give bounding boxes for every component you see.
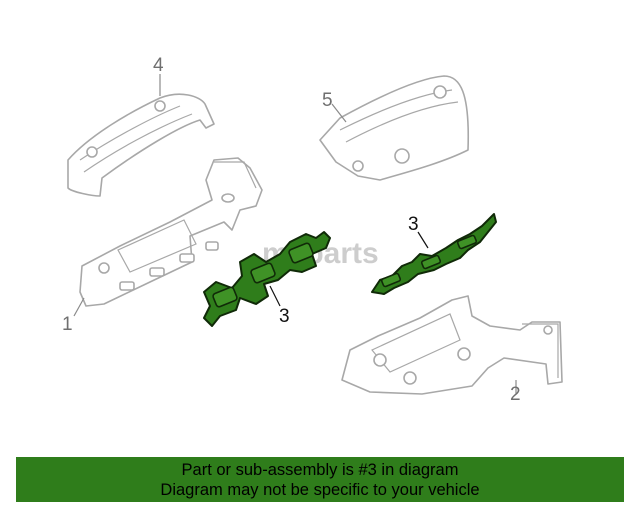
- leader-line-5: [331, 103, 347, 123]
- exhaust-manifold-right-part2[interactable]: [341, 295, 563, 395]
- leader-line-3-right: [417, 231, 429, 249]
- leader-line-3-left: [269, 285, 281, 307]
- exhaust-gasket-left-part3[interactable]: [203, 231, 331, 327]
- exhaust-manifold-left-part1[interactable]: [79, 157, 263, 307]
- callout-4: 4: [153, 55, 164, 76]
- callout-3-right: 3: [408, 214, 419, 235]
- callout-2: 2: [510, 384, 521, 405]
- leader-line-1: [73, 297, 85, 317]
- banner-line-disclaimer: Diagram may not be specific to your vehi…: [160, 481, 480, 499]
- banner-line-part-info: Part or sub-assembly is #3 in diagram: [181, 461, 459, 479]
- heat-shield-right-part5[interactable]: [319, 75, 470, 181]
- exhaust-gasket-right-part3[interactable]: [371, 213, 497, 295]
- heat-shield-left-part4[interactable]: [67, 93, 215, 197]
- callout-5: 5: [322, 90, 333, 111]
- callout-3-left: 3: [279, 306, 290, 327]
- info-banner: Part or sub-assembly is #3 in diagram Di…: [16, 457, 624, 502]
- callout-1: 1: [62, 314, 73, 335]
